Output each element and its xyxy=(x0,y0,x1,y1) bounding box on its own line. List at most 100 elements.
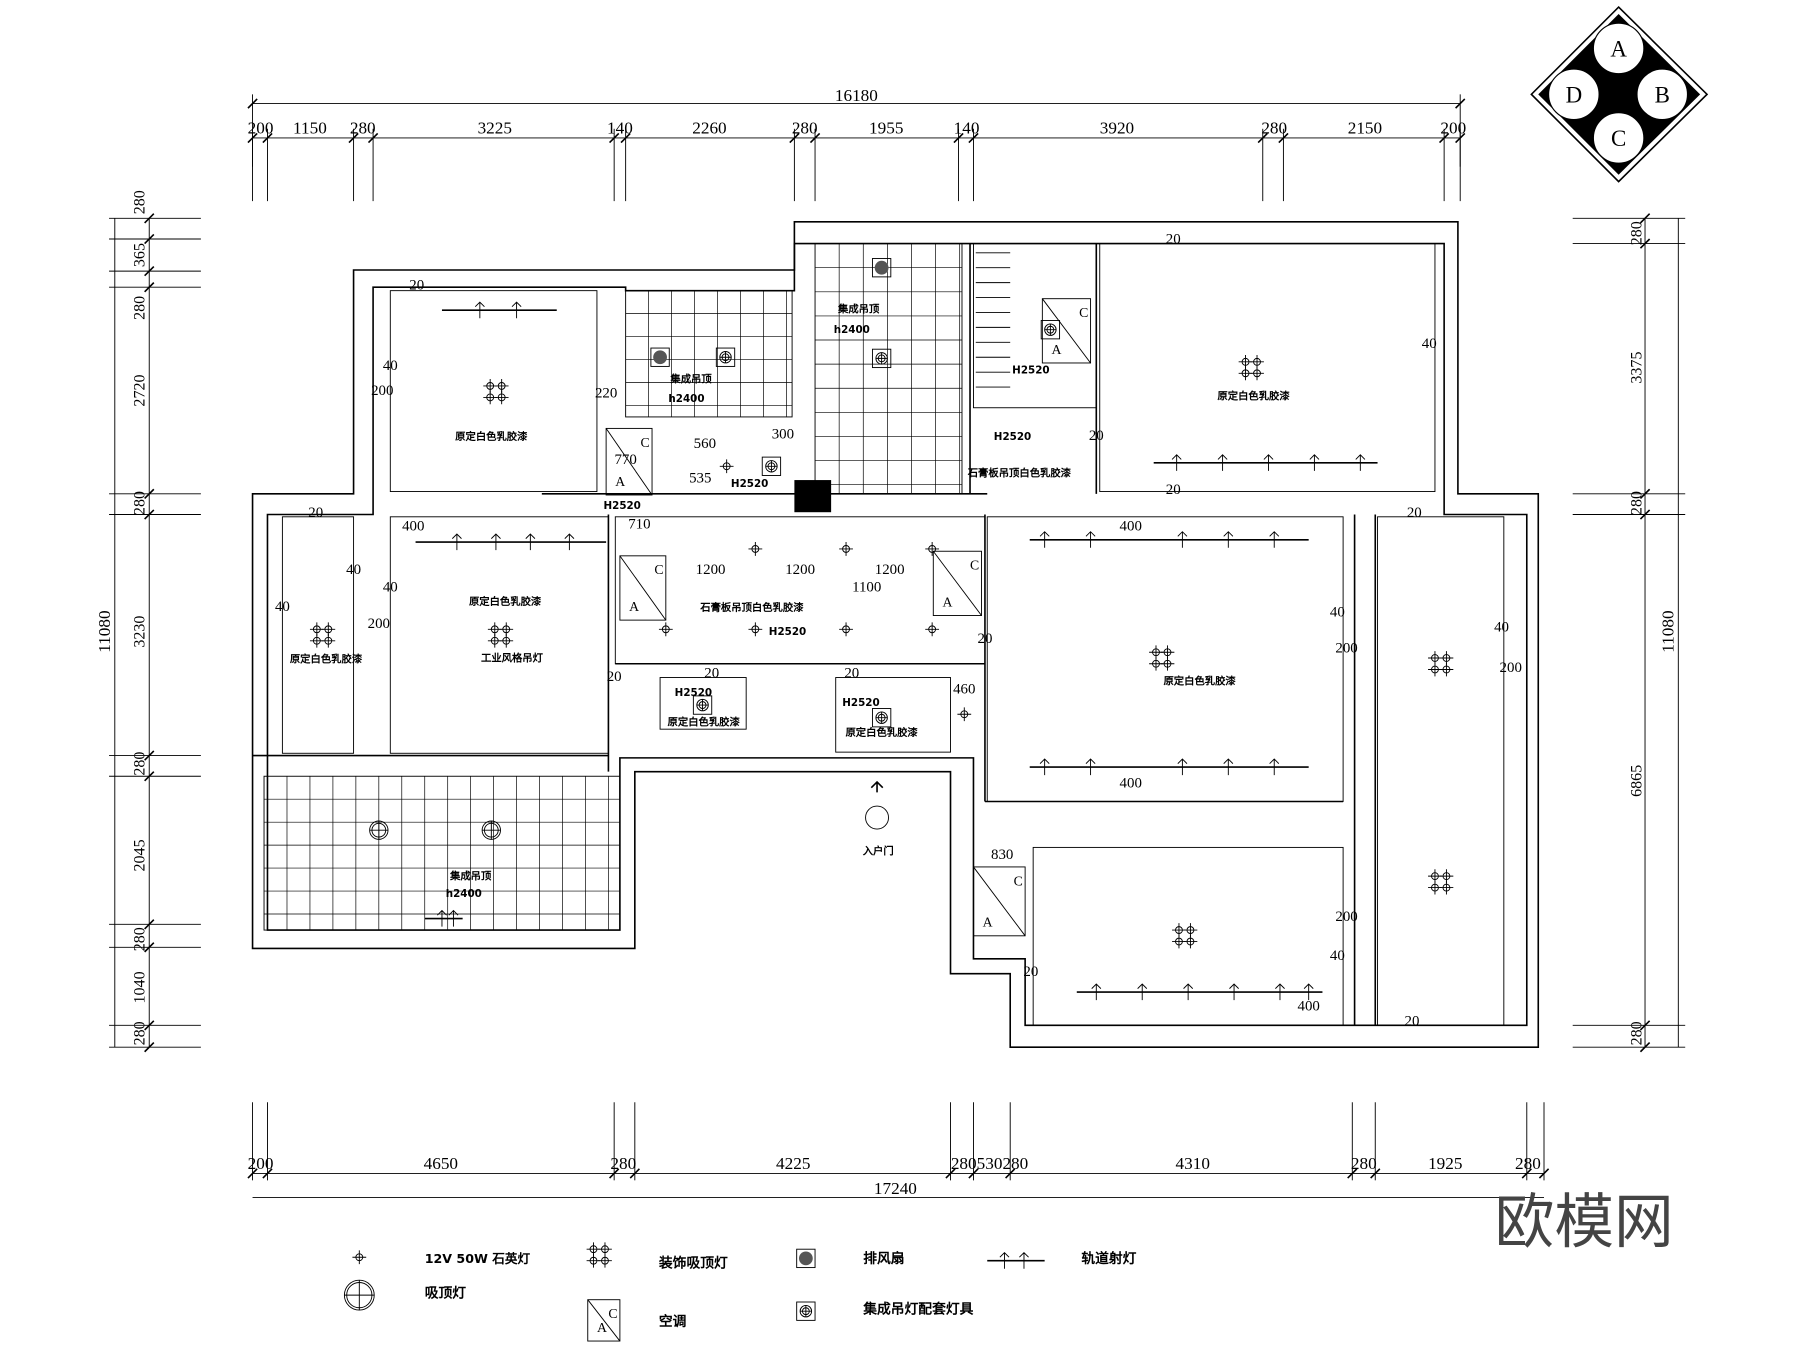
quartz-lamp-icon xyxy=(598,1253,612,1268)
integrated-ceiling-lamp-icon xyxy=(1040,320,1061,340)
inner-dimension: 535 xyxy=(689,470,711,486)
tick-mark xyxy=(945,1168,956,1179)
ceiling-lamp-icon xyxy=(719,351,732,363)
tick-mark xyxy=(144,213,155,224)
tick-mark xyxy=(809,132,821,144)
track-spotlight-icon xyxy=(1275,983,1285,1001)
ceiling-height: H2520 xyxy=(842,697,879,709)
quartz-lamp-icon xyxy=(1183,934,1198,949)
dim-left: 365 xyxy=(132,243,149,267)
dim-left: 2045 xyxy=(132,839,149,871)
ceiling-height: H2520 xyxy=(731,478,768,490)
dim-bottom: 200 xyxy=(248,1154,274,1173)
tick-mark xyxy=(789,132,800,144)
integrated-ceiling-lamp-icon xyxy=(715,347,736,367)
quartz-lamp-icon xyxy=(839,622,853,637)
quartz-lamp-icon xyxy=(1439,880,1454,895)
integrated-ceiling-lamp-icon xyxy=(796,1301,816,1321)
integrated-ceiling-lamp-icon xyxy=(871,708,892,728)
air-conditioner-icon xyxy=(605,427,653,496)
exhaust-fan-icon xyxy=(653,350,667,365)
tick-mark xyxy=(620,132,631,144)
dim-left: 280 xyxy=(132,491,149,515)
integrated-ceiling-lamp-icon xyxy=(871,348,892,369)
tick-mark xyxy=(144,942,155,953)
tick-mark xyxy=(367,132,379,144)
air-conditioner-icon xyxy=(605,428,653,496)
tick-mark xyxy=(1455,98,1466,109)
air-conditioner-icon: A xyxy=(1052,342,1062,357)
tick-mark xyxy=(144,488,155,500)
track-spotlight-icon xyxy=(448,909,459,927)
inner-dimension: 1200 xyxy=(875,562,905,578)
quartz-lamp-icon xyxy=(957,707,972,722)
track-spotlight-icon xyxy=(1019,1251,1029,1269)
legend-label: 12V 50W 石英灯 xyxy=(425,1251,531,1266)
dim-right: 6865 xyxy=(1629,765,1646,797)
inner-dimension: 20 xyxy=(409,278,424,294)
dim-bottom: 1925 xyxy=(1428,1154,1462,1173)
air-conditioner-icon xyxy=(932,550,982,616)
column xyxy=(794,480,832,513)
tick-mark xyxy=(1521,1168,1532,1179)
inner-dimension: 1200 xyxy=(696,562,726,578)
quartz-lamp-icon xyxy=(658,622,673,637)
dim-left: 280 xyxy=(132,296,149,320)
track-spotlight-icon xyxy=(1269,758,1280,776)
dim-bottom: 4650 xyxy=(424,1154,458,1173)
exhaust-fan-icon xyxy=(796,1248,816,1269)
ceiling-height: H2520 xyxy=(994,431,1031,443)
dim-top: 200 xyxy=(248,118,274,137)
quartz-lamp-icon xyxy=(839,542,853,556)
inner-dimension: 400 xyxy=(1297,998,1319,1014)
inner-dimension: 1100 xyxy=(852,579,881,595)
quartz-lamp-icon xyxy=(321,633,336,648)
ceiling-lamp-icon xyxy=(696,699,709,711)
inner-dimension: 20 xyxy=(704,666,719,682)
inner-dimension: 40 xyxy=(1494,620,1509,636)
tick-mark xyxy=(247,132,258,144)
dim-right-total: 11080 xyxy=(1659,610,1678,652)
air-conditioner-icon: A xyxy=(597,1320,607,1335)
outer-wall xyxy=(251,220,1540,1048)
tick-mark xyxy=(348,132,359,144)
tick-mark xyxy=(968,1168,979,1179)
quartz-lamp-icon xyxy=(598,1253,612,1268)
track-spotlight-icon xyxy=(451,533,462,551)
quartz-lamp-icon xyxy=(925,622,940,637)
quartz-lamp-icon xyxy=(499,633,514,648)
dim-top: 3920 xyxy=(1100,118,1134,137)
track-spotlight-icon xyxy=(437,909,447,927)
ceiling-height: H2520 xyxy=(1012,364,1049,376)
entrance-arrow-icon xyxy=(870,780,884,793)
quartz-lamp-icon xyxy=(925,622,940,637)
quartz-lamp-icon xyxy=(748,622,763,637)
quartz-lamp-icon xyxy=(352,1250,367,1265)
ceiling-lamp-icon xyxy=(800,1305,812,1317)
quartz-lamp-icon xyxy=(658,622,673,637)
tick-mark xyxy=(1005,1168,1016,1179)
integrated-ceiling-lamp-icon xyxy=(692,695,713,715)
tick-mark xyxy=(144,1042,155,1053)
tick-mark xyxy=(968,132,979,144)
air-conditioner-icon: A xyxy=(615,474,625,489)
quartz-lamp-icon xyxy=(839,622,853,637)
tick-mark xyxy=(608,132,620,144)
quartz-lamp-icon xyxy=(748,542,763,556)
exhaust-fan-icon xyxy=(798,1251,813,1266)
pendant-lamp-label: 工业风格吊灯 xyxy=(481,651,544,664)
track-spotlight-icon xyxy=(1091,983,1102,1001)
inner-dimension: 20 xyxy=(1166,482,1181,498)
track-spotlight-icon xyxy=(1229,983,1239,1001)
quartz-lamp-icon xyxy=(1160,656,1175,671)
entrance-door-label: 入户门 xyxy=(863,844,894,857)
air-conditioner-icon: C xyxy=(654,562,663,577)
quartz-lamp-icon xyxy=(1439,662,1454,677)
track-spotlight-icon xyxy=(1171,454,1182,471)
track-spotlight-icon xyxy=(491,533,501,551)
dim-left: 280 xyxy=(132,927,149,951)
dim-bottom: 4310 xyxy=(1176,1154,1210,1173)
quartz-lamp-icon xyxy=(748,622,763,637)
air-conditioner-icon xyxy=(587,1299,621,1342)
